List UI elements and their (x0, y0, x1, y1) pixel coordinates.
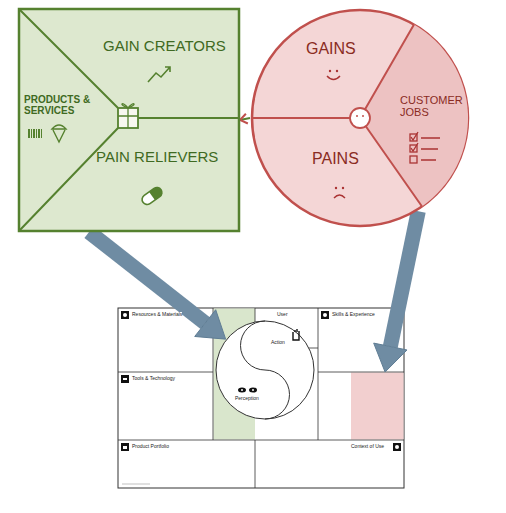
canvas-cell: Product Portfolio (118, 440, 255, 488)
pink-zone (351, 373, 404, 440)
section-heading: GAIN CREATORS (103, 38, 226, 55)
glyph (123, 378, 127, 380)
customer-profile-circle: GAINS CUSTOMER JOBS PAINS (250, 8, 470, 228)
cell-label: Product Portfolio (132, 444, 169, 450)
canvas-frame (118, 308, 404, 488)
canvas-border (118, 308, 404, 488)
arrow-head (195, 310, 226, 339)
drawing-part (28, 129, 30, 138)
drawing-part (252, 389, 254, 391)
glyph (123, 446, 127, 449)
drawing-part (410, 156, 417, 163)
drawing-part (216, 321, 314, 419)
circle-label: Action (271, 340, 285, 346)
drawing-part (327, 76, 340, 80)
section-heading: PAIN RELIEVERS (96, 149, 218, 166)
cell-label: User (277, 312, 288, 318)
drawing-part (334, 195, 345, 198)
cell-icon (393, 443, 401, 451)
circle-outline (215, 320, 315, 420)
drawing-part (336, 70, 338, 72)
drawing-part (118, 104, 138, 128)
drawing-part (241, 321, 290, 419)
drawing-part (342, 187, 344, 189)
section-heading: GAINS (306, 40, 356, 58)
drawing-part (31, 129, 32, 138)
drawing-part (148, 67, 170, 82)
drawing-part (410, 132, 440, 163)
drawing-part (19, 9, 239, 231)
drawing-part (350, 108, 370, 128)
mapping-arrow (374, 211, 419, 372)
drawing-part (360, 25, 468, 207)
cell-icon (321, 311, 329, 319)
drawing-part (140, 186, 164, 207)
drawing-part (362, 115, 364, 117)
drawing-part (28, 129, 42, 138)
cell-label: Resources & Materials (132, 312, 182, 318)
mapping-arrow (89, 232, 226, 339)
cell-icons (121, 311, 401, 451)
circle-outline (250, 8, 470, 228)
glyph (323, 313, 327, 317)
canvas-grid (118, 308, 404, 488)
drawing-part (241, 389, 243, 391)
drawing-part (252, 10, 468, 226)
canvas-cell: Context of Use (255, 440, 404, 488)
footer-rule (122, 484, 150, 485)
drawing-part (38, 129, 40, 138)
drawing-part (329, 70, 331, 72)
drawing-part (249, 388, 257, 393)
drawing-part (19, 9, 239, 231)
drawing-part (356, 115, 358, 117)
arrow-head (374, 343, 407, 372)
circle-label: Perception (235, 396, 259, 402)
drawing-part (252, 25, 422, 207)
cell-icon (121, 375, 129, 383)
arrow-shaft (390, 211, 418, 346)
cell-label: Context of Use (351, 444, 384, 450)
section-heading: PRODUCTS & SERVICES (24, 94, 100, 116)
section-heading: CUSTOMER JOBS (400, 94, 462, 118)
drawing-part (149, 186, 164, 201)
action-perception-circle: ActionPerception (215, 320, 315, 420)
drawing-part (33, 129, 35, 138)
drawing-part (36, 129, 37, 138)
drawing-part (41, 129, 42, 138)
cell-icon (121, 311, 129, 319)
cell-label: Tools & Technology (132, 376, 175, 382)
icon-glyphs (123, 313, 399, 449)
glyph (123, 313, 127, 317)
canvas-cell: Resources & Materials (118, 308, 213, 372)
section-heading: PAINS (312, 150, 359, 168)
drawing-part (52, 125, 66, 142)
arrow-shaft (89, 232, 205, 323)
arrow-head (240, 114, 248, 124)
cell-icon (121, 443, 129, 451)
value-map-square: GAIN CREATORS PRODUCTS & SERVICES PAIN REL… (18, 8, 240, 232)
fit-connector (240, 114, 250, 124)
drawing-part (411, 132, 440, 160)
drawing-part (335, 187, 337, 189)
glyph (395, 445, 399, 449)
drawing-part (293, 329, 299, 340)
drawing-part (238, 388, 246, 393)
drawing-part (140, 186, 164, 207)
cell-label: Skills & Experience (332, 312, 375, 318)
canvas-cell: Skills & Experience (318, 308, 404, 372)
canvas-cell: Tools & Technology (118, 372, 213, 440)
